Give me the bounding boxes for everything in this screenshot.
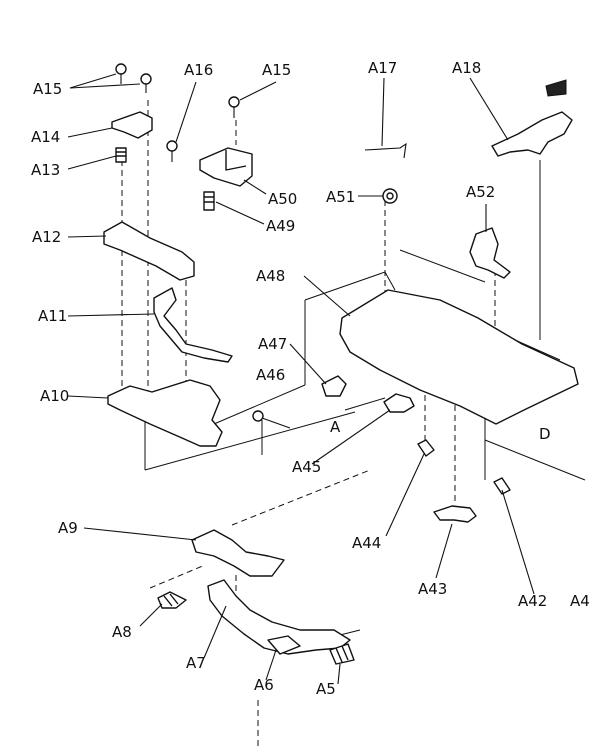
part-a7-slide-plate: [207, 579, 351, 655]
part-a18-arm: [491, 111, 573, 157]
part-a11-lever: [153, 287, 233, 363]
callout-labels: A15 A14 A13 A12 A11 A10 A16 A15 A50 A49 …: [31, 59, 590, 698]
part-a16-screw: [166, 140, 178, 162]
part-a15-screw-right: [228, 96, 240, 118]
label-a52: A52: [466, 183, 495, 201]
label-a10: A10: [40, 387, 69, 405]
label-a4-cut: A4: [570, 592, 590, 610]
label-ref-d: D: [539, 425, 551, 443]
part-a10-base-plate: [107, 379, 223, 447]
label-a15-left: A15: [33, 80, 62, 98]
part-a47-clip: [321, 375, 347, 397]
part-a17-wire: [364, 142, 407, 159]
label-a43: A43: [418, 580, 447, 598]
label-a44: A44: [352, 534, 381, 552]
part-a13-spring: [115, 147, 127, 163]
label-a9: A9: [58, 519, 78, 537]
part-a52-bracket: [469, 227, 511, 279]
label-a7: A7: [186, 654, 206, 672]
part-a43-lever: [433, 505, 477, 523]
part-a15-screws: [115, 63, 152, 93]
label-a15-right: A15: [262, 61, 291, 79]
part-a6-spring: [267, 635, 301, 655]
label-a14: A14: [31, 128, 60, 146]
part-a49-spring: [203, 191, 215, 211]
leader-lines: [67, 73, 535, 685]
part-a8-spring: [157, 591, 187, 609]
label-a18: A18: [452, 59, 481, 77]
label-ref-a: A: [330, 418, 341, 436]
part-knob-top-right: [545, 79, 567, 97]
label-a46: A46: [256, 366, 285, 384]
label-a12: A12: [32, 228, 61, 246]
label-a45: A45: [292, 458, 321, 476]
part-a5-spring: [329, 643, 355, 665]
label-a47: A47: [258, 335, 287, 353]
part-a51-washer: [382, 188, 398, 204]
label-a8: A8: [112, 623, 132, 641]
part-a42-pin: [493, 477, 511, 495]
label-a42: A42: [518, 592, 547, 610]
label-a17: A17: [368, 59, 397, 77]
part-a14-bracket: [111, 111, 153, 139]
part-a46-screw: [252, 410, 291, 429]
label-a16: A16: [184, 61, 213, 79]
label-a50: A50: [268, 190, 297, 208]
part-a44-spring: [417, 439, 435, 457]
parts: [103, 63, 579, 665]
label-a51: A51: [326, 188, 355, 206]
label-a11: A11: [38, 307, 67, 325]
part-a9-slider: [191, 529, 285, 577]
label-a49: A49: [266, 217, 295, 235]
label-a48: A48: [256, 267, 285, 285]
label-a5: A5: [316, 680, 336, 698]
label-a13: A13: [31, 161, 60, 179]
part-a48-chassis: [339, 289, 579, 425]
part-a12-plate: [103, 221, 195, 281]
part-a45-cam: [383, 393, 415, 413]
label-a6: A6: [254, 676, 274, 694]
